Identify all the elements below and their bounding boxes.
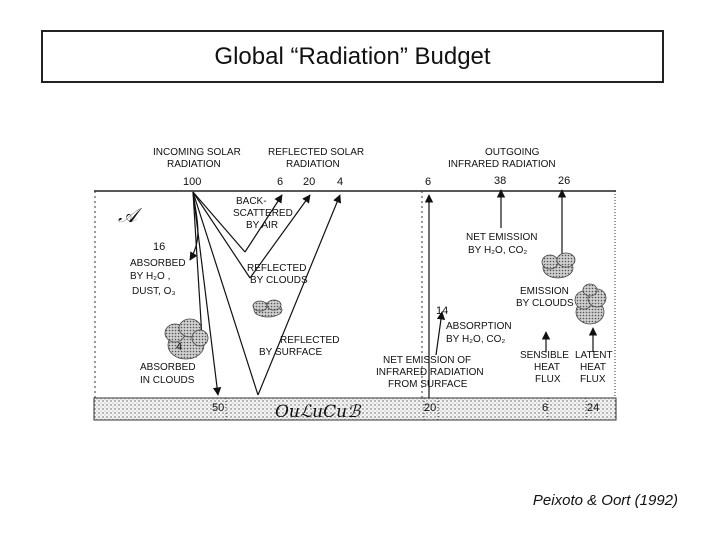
reflected-solar-label-1: REFLECTED SOLAR xyxy=(268,147,364,158)
outgoing-ir-right-value: 26 xyxy=(558,175,570,187)
latent-heat-label-1: LATENT xyxy=(575,350,613,361)
incoming-to-cloud-absorb xyxy=(192,191,203,339)
surface-solar-absorbed-value: 50 xyxy=(212,402,224,414)
net-emission-h2o-label-2: BY H₂O, CO₂ xyxy=(468,245,527,256)
earth-surface-band xyxy=(93,397,617,421)
net-emission-h2o-label-1: NET EMISSION xyxy=(466,232,538,243)
small-cloud-icon xyxy=(252,299,283,318)
atmosphere-script-mark: 𝒜 xyxy=(118,203,143,227)
latent-heat-label-2: HEAT xyxy=(580,362,606,373)
radiation-budget-diagram: INCOMING SOLAR RADIATION 100 REFLECTED S… xyxy=(93,147,617,422)
absorbed-h2o-label-3: DUST, O₃ xyxy=(132,286,176,297)
absorption-label-2: BY H₂O, CO₂ xyxy=(446,334,505,345)
reflected-surface-label-1: REFLECTED xyxy=(280,335,339,346)
sensible-heat-label-2: HEAT xyxy=(534,362,560,373)
reflected-by-surface-value: 4 xyxy=(337,176,343,188)
net-emission-surface-label-3: FROM SURFACE xyxy=(388,379,468,390)
incoming-to-surface-reflect xyxy=(192,191,259,396)
outgoing-ir-label-1: OUTGOING xyxy=(485,147,540,158)
sensible-heat-label-3: FLUX xyxy=(535,374,561,385)
emitting-cloud-icon xyxy=(541,252,576,279)
absorption-label-1: ABSORPTION xyxy=(446,321,512,332)
surface-ir-value: 20 xyxy=(424,402,436,414)
backscattered-label-3: BY AIR xyxy=(246,220,278,231)
reflected-solar-label-2: RADIATION xyxy=(286,159,340,170)
emission-clouds-label-2: BY CLOUDS xyxy=(516,298,574,309)
cloud-reflect-up-arrow xyxy=(249,194,311,279)
absorbed-h2o-arrow xyxy=(189,191,199,261)
absorbed-clouds-label-2: IN CLOUDS xyxy=(140,375,195,386)
incoming-to-backscatter xyxy=(192,191,246,253)
citation: Peixoto & Oort (1992) xyxy=(532,492,678,509)
ocean-land-mark: OuℒuCuℬ xyxy=(275,402,362,422)
absorbed-h2o-value: 16 xyxy=(153,241,165,253)
slide-title-box: Global “Radiation” Budget xyxy=(41,30,664,83)
incoming-to-clouds xyxy=(192,191,251,279)
emission-clouds-label-1: EMISSION xyxy=(520,286,569,297)
incoming-solar-value: 100 xyxy=(183,176,201,188)
outgoing-ir-mid-value: 38 xyxy=(494,175,506,187)
reflected-clouds-label-1: REFLECTED xyxy=(247,263,306,274)
absorbed-h2o-label-2: BY H₂O , xyxy=(130,271,170,282)
backscatter-up-arrow xyxy=(244,194,283,253)
reflected-clouds-label-2: BY CLOUDS xyxy=(250,275,308,286)
backscattered-label-1: BACK- xyxy=(236,196,267,207)
net-emission-surface-label-2: INFRARED RADIATION xyxy=(376,367,484,378)
sensible-heat-label-1: SENSIBLE xyxy=(520,350,569,361)
absorbed-clouds-value: 4 xyxy=(176,341,182,353)
convective-cloud-icon xyxy=(574,283,607,325)
outgoing-ir-left-value: 6 xyxy=(425,176,431,188)
reflected-by-clouds-value: 20 xyxy=(303,176,315,188)
incoming-solar-label-2: RADIATION xyxy=(167,159,221,170)
absorbed-clouds-label-1: ABSORBED xyxy=(140,362,196,373)
net-emission-surface-label-1: NET EMISSION OF xyxy=(383,355,471,366)
surface-sensible-value: 6 xyxy=(542,402,548,414)
incoming-solar-label-1: INCOMING SOLAR xyxy=(153,147,241,158)
absorbing-cloud-icon xyxy=(164,318,209,360)
surface-latent-value: 24 xyxy=(587,402,599,414)
absorption-value: 14 xyxy=(436,305,448,317)
outgoing-ir-label-2: INFRARED RADIATION xyxy=(448,159,556,170)
surface-reflect-up-arrow xyxy=(257,194,342,396)
latent-heat-label-3: FLUX xyxy=(580,374,606,385)
reflected-by-air-value: 6 xyxy=(277,176,283,188)
reflected-surface-label-2: BY SURFACE xyxy=(259,347,322,358)
absorption-arrow xyxy=(435,311,446,356)
absorbed-h2o-label-1: ABSORBED xyxy=(130,258,186,269)
slide-title: Global “Radiation” Budget xyxy=(214,42,491,70)
backscattered-label-2: SCATTERED xyxy=(233,208,293,219)
